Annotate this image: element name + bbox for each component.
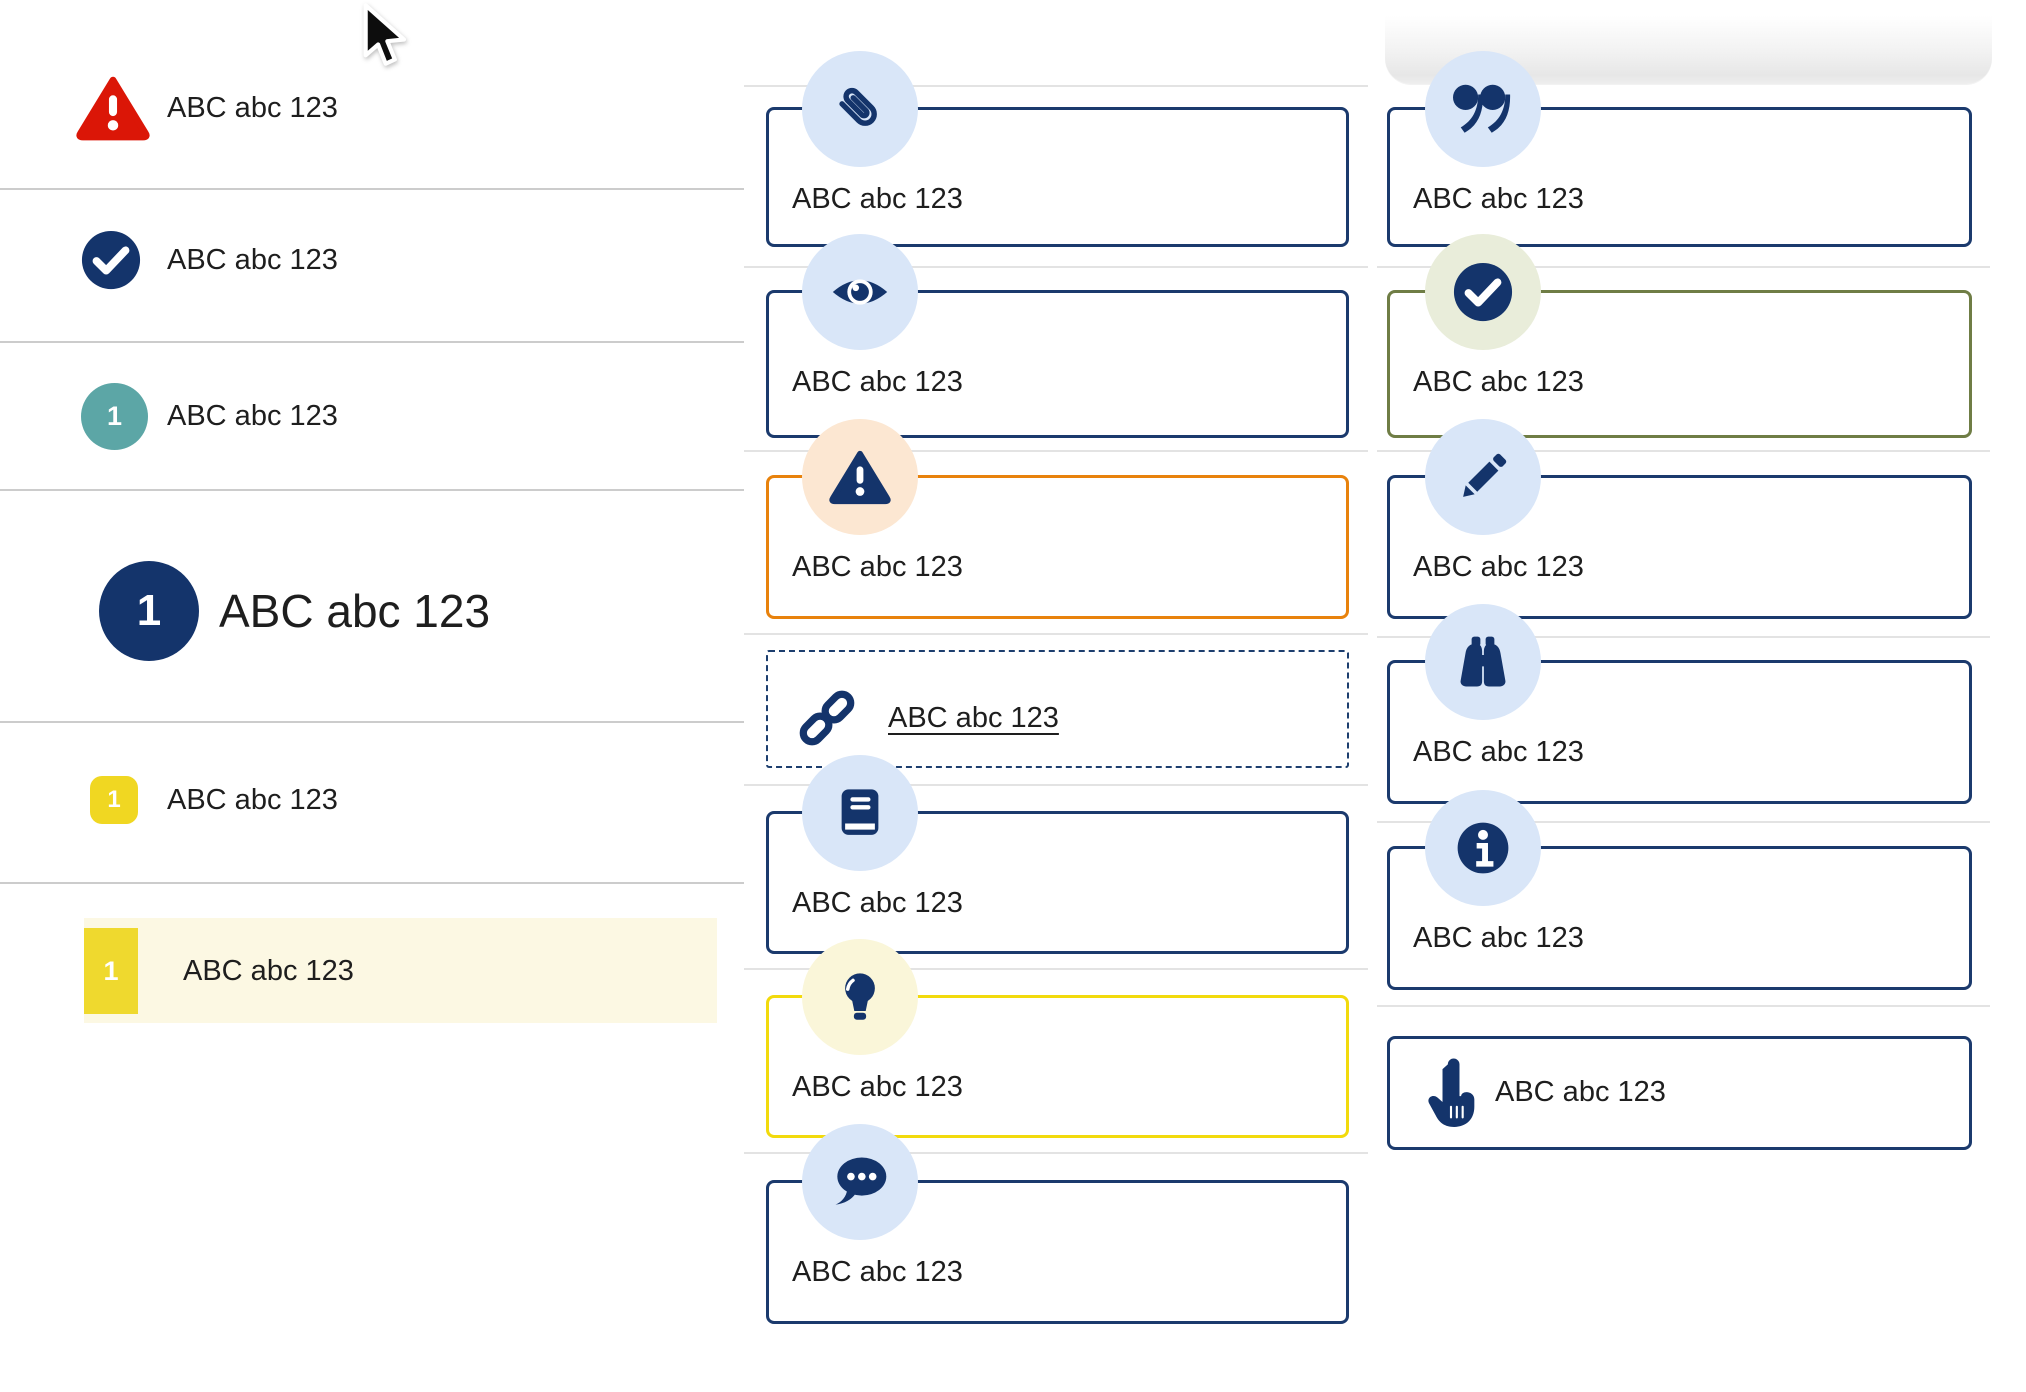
list-item-label: ABC abc 123 [167, 244, 338, 276]
card-warning[interactable] [766, 475, 1349, 619]
hand-point-up-icon [1425, 1058, 1477, 1128]
book-icon [802, 755, 918, 871]
info-icon [1425, 790, 1541, 906]
divider [744, 85, 1368, 87]
step-number-badge: 1 [81, 383, 148, 450]
binoculars-icon [1425, 604, 1541, 720]
card-label: ABC abc 123 [1413, 366, 1584, 398]
quote-icon [1425, 51, 1541, 167]
check-circle-icon [1425, 234, 1541, 350]
card-label: ABC abc 123 [792, 1256, 963, 1288]
divider [744, 968, 1368, 970]
divider [744, 784, 1368, 786]
highlight-background [84, 918, 717, 1023]
list-item-label: ABC abc 123 [167, 400, 338, 432]
card-label: ABC abc 123 [792, 366, 963, 398]
divider [744, 450, 1368, 452]
mouse-pointer-icon [360, 2, 408, 72]
card-label: ABC abc 123 [792, 551, 963, 583]
card-label: ABC abc 123 [1413, 551, 1584, 583]
divider [1377, 821, 1990, 823]
divider [1377, 1005, 1990, 1007]
warning-triangle-icon [802, 419, 918, 535]
card-action[interactable] [1387, 1036, 1972, 1150]
divider [1377, 450, 1990, 452]
eye-icon [802, 234, 918, 350]
list-item-label: ABC abc 123 [219, 585, 491, 637]
chat-icon [802, 1124, 918, 1240]
card-label: ABC abc 123 [1413, 183, 1584, 215]
card-label: ABC abc 123 [792, 183, 963, 215]
step-number-badge: 1 [99, 561, 199, 661]
paperclip-icon [802, 51, 918, 167]
divider [744, 1152, 1368, 1154]
divider [744, 633, 1368, 635]
divider [1377, 266, 1990, 268]
divider [0, 721, 744, 723]
divider [0, 489, 744, 491]
card-label: ABC abc 123 [1495, 1076, 1666, 1108]
card-label: ABC abc 123 [792, 1071, 963, 1103]
divider [0, 188, 744, 190]
pencil-icon [1425, 419, 1541, 535]
divider [1377, 636, 1990, 638]
check-circle-icon [80, 229, 142, 291]
divider [744, 266, 1368, 268]
step-number-badge: 1 [90, 776, 138, 824]
card-label: ABC abc 123 [1413, 736, 1584, 768]
step-number-badge: 1 [84, 928, 138, 1014]
card-label: ABC abc 123 [792, 887, 963, 919]
card-done[interactable] [1387, 290, 1972, 438]
lightbulb-icon [802, 939, 918, 1055]
list-item-label: ABC abc 123 [167, 92, 338, 124]
list-item-label: ABC abc 123 [167, 784, 338, 816]
divider [0, 341, 744, 343]
divider [0, 882, 744, 884]
warning-triangle-icon [76, 75, 150, 141]
card-label: ABC abc 123 [1413, 922, 1584, 954]
link-icon [794, 682, 860, 754]
list-item-label: ABC abc 123 [183, 955, 354, 987]
card-link-label[interactable]: ABC abc 123 [888, 702, 1059, 734]
card-link[interactable] [766, 650, 1349, 768]
